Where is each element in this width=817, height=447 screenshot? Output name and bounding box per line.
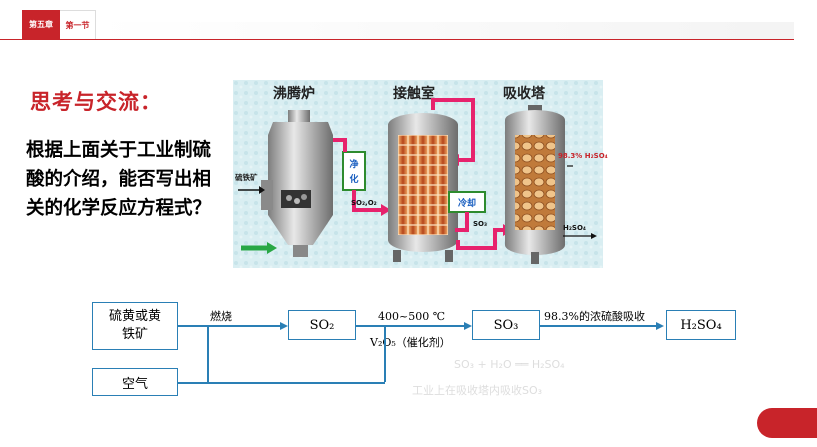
feed-label: 硫铁矿	[235, 172, 258, 182]
so3-label: SO₃	[473, 220, 487, 228]
flow-arrow	[464, 321, 472, 330]
plant-illustration: 沸腾炉 接触室 吸收塔 硫铁矿 净 化 SO₂,O₂	[233, 80, 608, 268]
boiling-furnace	[261, 110, 333, 257]
flow-diagram: SO₃ + H₂O ══ H₂SO₄ 工业上在吸收塔内吸收SO₃ 硫黄或黄铁矿 …	[92, 290, 792, 410]
flow-line	[540, 325, 658, 327]
raw-material-box: 硫黄或黄铁矿	[92, 302, 178, 350]
absorption-tower	[505, 105, 565, 264]
so2-box: SO₂	[288, 310, 356, 340]
flow-line	[178, 325, 282, 327]
flow-arrow	[656, 321, 664, 330]
plant-svg: 沸腾炉 接触室 吸收塔 硫铁矿 净 化 SO₂,O₂	[233, 80, 608, 268]
question-text: 根据上面关于工业制硫酸的介绍，能否写出相关的化学反应方程式？	[26, 140, 212, 219]
flow-line	[384, 326, 386, 382]
section-title: 思考与交流：	[30, 90, 162, 114]
header-gradient	[95, 22, 794, 40]
h2so4-box: H₂SO₄	[666, 310, 736, 340]
acid-label: 98.3% H₂SO₄	[558, 152, 608, 160]
so2-label: SO₂	[309, 317, 335, 333]
temp-condition-label: 400~500 ℃	[378, 310, 446, 323]
so3-box: SO₃	[472, 310, 540, 340]
bleed-through-text: SO₃ + H₂O ══ H₂SO₄	[454, 358, 565, 371]
header-bar: 第五章 第一节	[0, 0, 794, 40]
chapter-tab[interactable]: 第五章	[22, 10, 60, 39]
header-rule	[0, 39, 794, 40]
burn-label: 燃烧	[210, 310, 232, 323]
air-label: 空气	[121, 376, 148, 392]
stage-label-furnace: 沸腾炉	[273, 85, 315, 102]
absorb-label: 98.3%的浓硫酸吸收	[544, 310, 645, 323]
flow-line	[178, 382, 208, 384]
flow-arrow	[280, 321, 288, 330]
flow-line	[207, 325, 209, 382]
purify-label: 净	[349, 158, 358, 170]
flow-line	[356, 325, 466, 327]
gas-label: SO₂,O₂	[351, 199, 377, 207]
stage-label-contact: 接触室	[393, 85, 435, 102]
flow-line	[207, 382, 385, 384]
so3-label: SO₃	[493, 317, 519, 333]
bleed-through-text: 工业上在吸收塔内吸收SO₃	[412, 384, 543, 397]
stage-label-absorber: 吸收塔	[503, 85, 546, 102]
catalyst-condition-label: V₂O₅（催化剂）	[370, 336, 451, 349]
section-tab[interactable]: 第一节	[60, 10, 96, 39]
corner-decoration	[757, 408, 817, 438]
contact-chamber	[388, 113, 458, 262]
cool-label: 冷却	[458, 197, 476, 209]
product-label: H₂SO₄	[563, 224, 586, 232]
raw-material-label: 硫黄或黄铁矿	[108, 309, 161, 342]
h2so4-label: H₂SO₄	[680, 317, 722, 333]
air-box: 空气	[92, 368, 178, 396]
svg-text:化: 化	[349, 173, 358, 185]
